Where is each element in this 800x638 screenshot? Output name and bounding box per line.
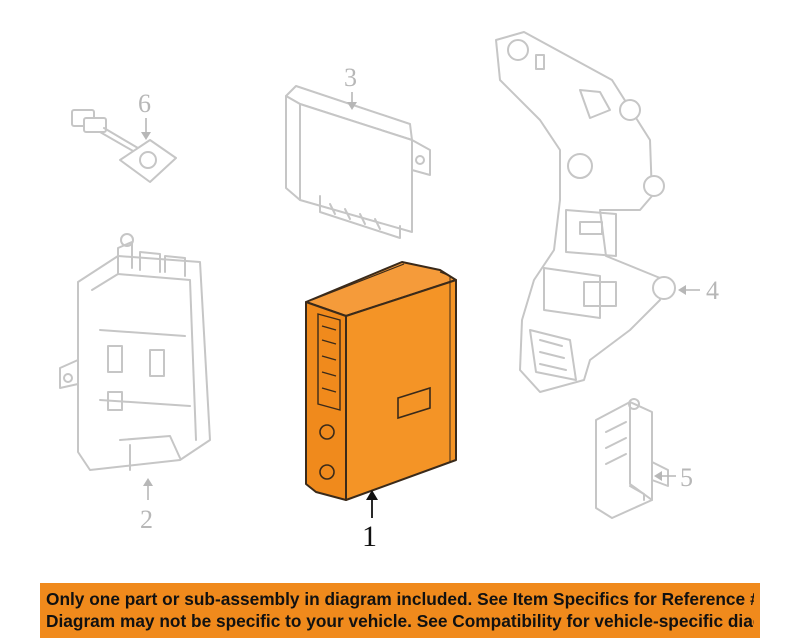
- callout-6: 6: [138, 89, 151, 118]
- part-5-connector[interactable]: [595, 398, 669, 519]
- disclaimer-line-2: Diagram may not be specific to your vehi…: [46, 611, 754, 631]
- callout-5: 5: [680, 463, 693, 492]
- part-4-mounting-bracket[interactable]: [495, 31, 676, 393]
- callout-3: 3: [344, 63, 357, 92]
- parts-diagram: 1 2 3 4 5 6: [59, 31, 719, 553]
- part-6-wire-connector[interactable]: [71, 109, 177, 183]
- leader-lines: [141, 92, 700, 518]
- callout-2: 2: [140, 505, 153, 534]
- disclaimer-line-1: Only one part or sub-assembly in diagram…: [46, 589, 754, 609]
- disclaimer-banner: Only one part or sub-assembly in diagram…: [40, 583, 760, 638]
- part-3-module[interactable]: [285, 85, 431, 239]
- callout-1: 1: [362, 520, 377, 553]
- part-2-bracket[interactable]: [59, 233, 211, 471]
- part-1-control-module[interactable]: [305, 261, 457, 501]
- callout-4: 4: [706, 276, 719, 305]
